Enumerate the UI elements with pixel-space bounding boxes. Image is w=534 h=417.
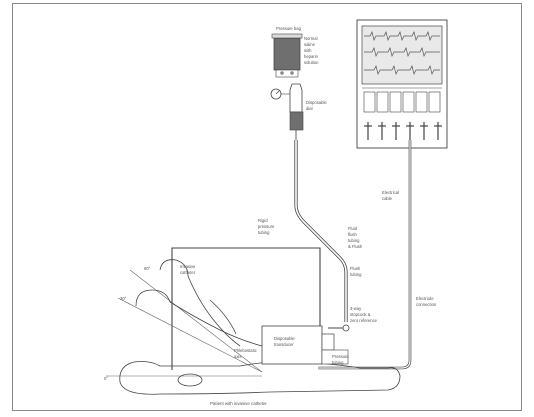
angle-60-label: 60° bbox=[144, 266, 151, 271]
flush-port-label-1: Flush bbox=[350, 266, 361, 271]
noncomp-tubing-label-1: Rigid bbox=[258, 218, 268, 223]
flush-solution-label-1: Normal bbox=[304, 36, 318, 41]
stopcock-label-2: stopcock & bbox=[350, 312, 371, 317]
stopcock-label-3: zero reference bbox=[350, 318, 378, 323]
flush-tubing-label-2: flush bbox=[348, 232, 358, 237]
flush-solution-label-5: solution bbox=[304, 60, 319, 65]
angle-30-label: 30° bbox=[120, 296, 127, 301]
monitor-screen-icon bbox=[357, 20, 447, 148]
flush-solution-label-2: saline bbox=[304, 42, 316, 47]
transducer-label-1: Disposable bbox=[274, 336, 295, 341]
flush-solution-label-3: with bbox=[304, 48, 312, 53]
electrode-label-1: Electrode bbox=[416, 296, 434, 301]
catheter-label-2: catheter bbox=[180, 270, 196, 275]
flush-device-label-2: dial bbox=[306, 106, 313, 111]
patient-outline bbox=[120, 260, 400, 395]
flush-solution-label-4: heparin bbox=[304, 54, 319, 59]
phleb-axis-label-1: Phlebostatic bbox=[234, 348, 257, 353]
transducer-label-2: transducer bbox=[274, 342, 294, 347]
electrode-label-2: connection bbox=[416, 302, 437, 307]
catheter-label-1: Invasive bbox=[180, 264, 196, 269]
pressure-bag-label: Pressure bag bbox=[276, 26, 302, 31]
angle-lines bbox=[106, 270, 262, 376]
noncomp-tubing-label-3: tubing bbox=[258, 230, 270, 235]
flush-tubing-label-4: & Flush bbox=[348, 244, 363, 249]
pressure-tubing-label-1: Pressure bbox=[332, 354, 349, 359]
pressure-gauge-icon bbox=[271, 89, 290, 99]
noncomp-tubing-label-2: pressure bbox=[258, 224, 275, 229]
pressure-tubing-label-2: tubing bbox=[332, 360, 344, 365]
flush-device-label-1: Disposable bbox=[306, 100, 327, 105]
flush-port-label-2: tubing bbox=[350, 272, 362, 277]
diagram-caption: Patient with invasive catheter bbox=[210, 401, 267, 406]
monitor-cable-label-1: Electrical bbox=[382, 190, 399, 195]
angle-0-label: 0° bbox=[104, 376, 108, 381]
flush-tubing-label-3: tubing bbox=[348, 238, 360, 243]
flush-bottle bbox=[290, 84, 303, 140]
stopcock-label-1: 3-way bbox=[350, 306, 362, 311]
pressure-bag bbox=[272, 34, 302, 77]
flush-tubing-label-1: Fluid bbox=[348, 226, 358, 231]
monitor-cable-label-2: cable bbox=[382, 196, 393, 201]
phleb-axis-label-2: axis bbox=[234, 354, 241, 359]
